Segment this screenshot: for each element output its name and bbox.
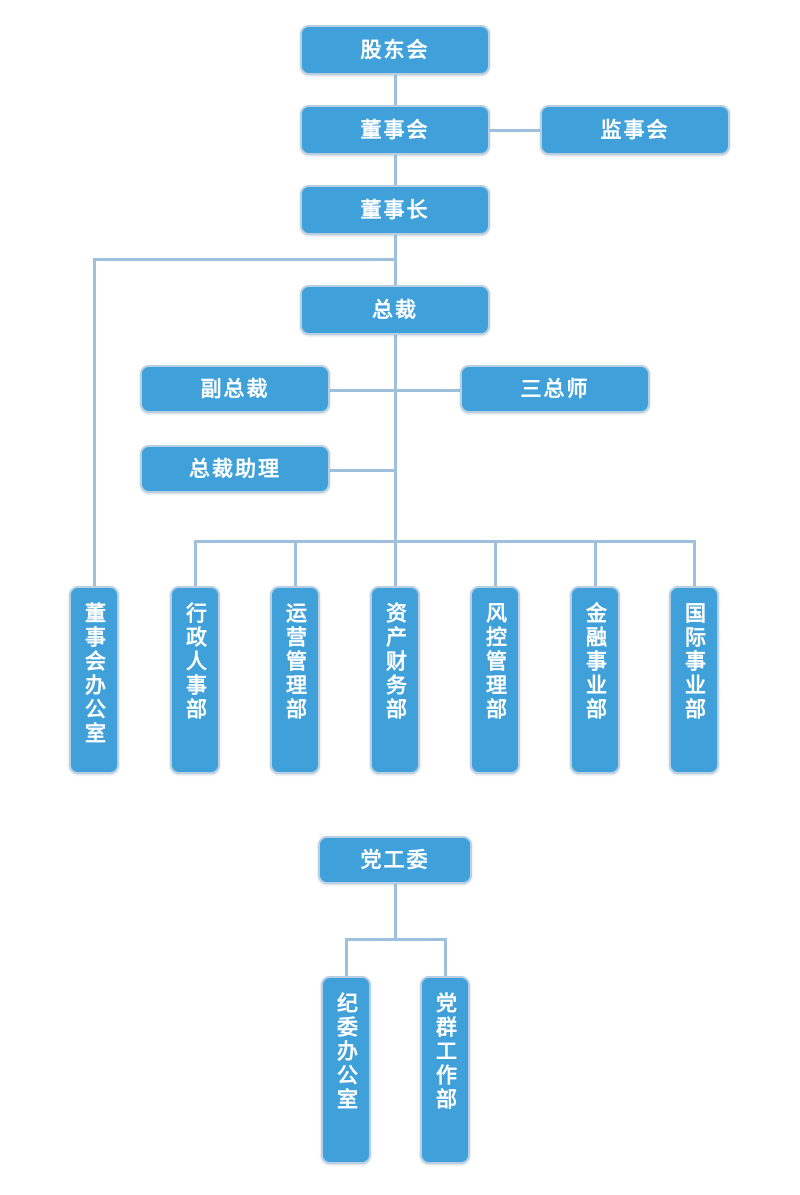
node-party-work-committee[interactable]: 党工委 [318,836,472,884]
node-label: 金融事业部 [583,602,608,722]
node-shareholders-meeting[interactable]: 股东会 [300,25,490,75]
connector-president-to-chief-engineers [394,389,461,392]
connector-party-committee-trunk [394,884,397,940]
node-label: 运营管理部 [283,602,308,722]
node-label: 三总师 [520,376,590,401]
node-board-of-directors[interactable]: 董事会 [300,105,490,155]
node-label: 纪委办公室 [334,992,359,1112]
connector-president-to-vice-president [329,389,395,392]
node-president-assistant[interactable]: 总裁助理 [140,445,330,493]
node-international-business-dept[interactable]: 国际事业部 [669,586,719,774]
connector-drop-asset-finance [394,540,397,588]
node-board-of-supervisors[interactable]: 监事会 [540,105,730,155]
connector-drop-admin-hr [194,540,197,588]
node-discipline-office[interactable]: 纪委办公室 [321,976,371,1164]
node-label: 总裁助理 [189,456,281,481]
connector-drop-international [693,540,696,588]
node-label: 监事会 [600,117,670,142]
node-operations-mgmt-dept[interactable]: 运营管理部 [270,586,320,774]
connector-drop-operations [294,540,297,588]
node-risk-control-dept[interactable]: 风控管理部 [470,586,520,774]
node-asset-finance-dept[interactable]: 资产财务部 [370,586,420,774]
connector-drop-finance-business [594,540,597,588]
node-finance-business-dept[interactable]: 金融事业部 [570,586,620,774]
node-label: 行政人事部 [183,602,208,722]
connector-president-to-president-assistant [329,469,395,472]
node-three-chief-engineers[interactable]: 三总师 [460,365,650,413]
node-label: 副总裁 [200,376,270,401]
node-label: 股东会 [360,37,430,62]
node-admin-hr-dept[interactable]: 行政人事部 [170,586,220,774]
connector-shareholders-to-board [394,75,397,107]
connector-board-to-supervisors [489,129,542,132]
node-vice-president[interactable]: 副总裁 [140,365,330,413]
connector-chairman-trunk [394,235,397,542]
node-board-office[interactable]: 董事会办公室 [69,586,119,774]
node-label: 党群工作部 [433,992,458,1112]
node-president[interactable]: 总裁 [300,285,490,335]
node-label: 风控管理部 [483,602,508,722]
node-label: 董事会 [360,117,430,142]
node-label: 国际事业部 [682,602,707,722]
node-label: 董事长 [360,197,430,222]
node-label: 总裁 [372,297,418,322]
connector-department-bus [194,540,696,543]
node-chairman[interactable]: 董事长 [300,185,490,235]
connector-drop-party-mass-work [444,938,447,978]
node-label: 董事会办公室 [82,602,107,746]
node-label: 党工委 [360,847,430,872]
node-party-mass-work-dept[interactable]: 党群工作部 [420,976,470,1164]
connector-drop-discipline-office [345,938,348,978]
connector-chairman-to-board-office-vertical [93,258,96,588]
connector-board-to-chairman [394,155,397,187]
connector-party-committee-bus [345,938,446,941]
node-label: 资产财务部 [383,602,408,722]
connector-drop-risk-control [494,540,497,588]
connector-chairman-to-board-office-horizontal [93,258,396,261]
